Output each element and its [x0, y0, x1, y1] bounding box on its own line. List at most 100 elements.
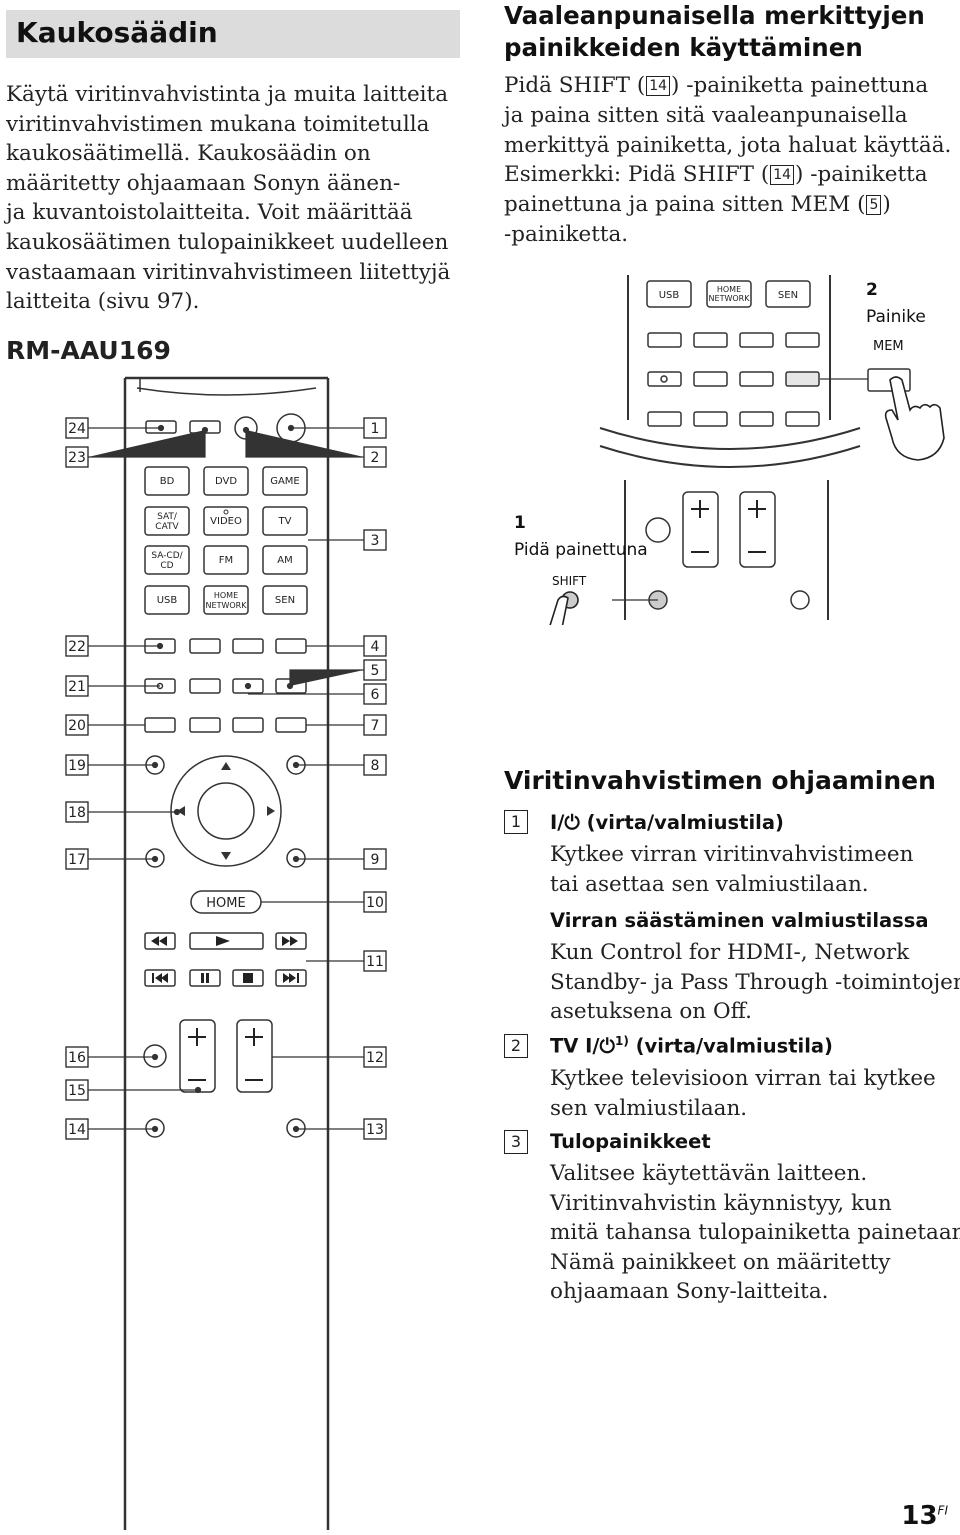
- intro-line: kaukosäätimellä. Kaukosäädin on: [6, 141, 371, 167]
- home-button-label: HOME: [206, 896, 245, 911]
- input-button-label: FM: [219, 555, 233, 566]
- callout-number: 3: [371, 533, 380, 549]
- intro-line: Käytä viritinvahvistinta ja muita laitte…: [6, 82, 449, 107]
- text-line: ja paina sitten sitä vaaleanpunaisella: [504, 102, 908, 128]
- svg-text:SAT/: SAT/: [157, 512, 178, 522]
- callout-number: 13: [366, 1122, 384, 1138]
- callout-number: 22: [68, 639, 86, 655]
- item-body-line: Nämä painikkeet on määritetty: [550, 1249, 891, 1275]
- callout-number: 4: [371, 639, 380, 655]
- item-body-line: Viritinvahvistin käynnistyy, kun: [550, 1190, 892, 1216]
- pointing-hand-icon: [884, 376, 945, 461]
- input-button-label: DVD: [215, 476, 237, 487]
- callout-number: 8: [371, 758, 380, 774]
- callout-number: 2: [371, 450, 380, 466]
- intro-line: kaukosäätimen tulopainikkeet uudelleen: [6, 229, 449, 255]
- text-run: ) -painiketta: [795, 162, 928, 188]
- page-number-value: 13: [901, 1501, 938, 1531]
- item-body-line: ohjaamaan Sony-laitteita.: [550, 1279, 829, 1305]
- callout-number: 19: [68, 758, 86, 774]
- intro-line: vastaamaan viritinvahvistimeen liitettyj…: [6, 259, 451, 285]
- callout-number: 20: [68, 718, 86, 734]
- input-button-label: VIDEO: [210, 516, 242, 527]
- model-number: RM-AAU169: [6, 336, 171, 365]
- heading-run: TV I/⏻: [550, 1034, 615, 1058]
- item-body: Valitsee käytettävän laitteen. Viritinva…: [550, 1159, 960, 1307]
- input-button-label: GAME: [270, 476, 300, 487]
- page-lang-code: FI: [937, 1503, 948, 1518]
- ref-number-box: 14: [646, 76, 671, 96]
- callout-number: 18: [68, 805, 86, 821]
- callout-number: 21: [68, 679, 86, 695]
- ref-number-box: 5: [866, 195, 882, 216]
- callout-number: 16: [68, 1050, 86, 1066]
- step-2-number: 2: [866, 280, 878, 300]
- item-body: Kytkee virran viritinvahvistimeen tai as…: [550, 840, 913, 899]
- control-section-title: Viritinvahvistimen ohjaaminen: [504, 766, 936, 795]
- item-body-line: Kun Control for HDMI-, Network: [550, 940, 910, 965]
- item-body-line: Valitsee käytettävän laitteen.: [550, 1161, 868, 1186]
- step-2-label: Painike: [866, 307, 926, 327]
- item-number-box: 1: [504, 810, 528, 834]
- input-button-label: USB: [157, 595, 178, 606]
- callout-number: 15: [68, 1083, 86, 1099]
- svg-text:HOME: HOME: [214, 591, 238, 600]
- text-line: -painiketta.: [504, 221, 629, 247]
- item-number-box: 3: [504, 1130, 528, 1154]
- footnote-mark: 1): [614, 1034, 629, 1048]
- callout-number: 17: [68, 852, 86, 868]
- text-run: Pidä SHIFT (: [504, 73, 646, 98]
- mem-label: MEM: [873, 339, 904, 354]
- section-title: Kaukosäädin: [16, 16, 218, 49]
- intro-line: ja kuvantoistolaitteita. Voit määrittää: [6, 200, 413, 226]
- shift-title-line: painikkeiden käyttäminen: [504, 33, 863, 62]
- section-title-bar: Kaukosäädin: [6, 10, 460, 58]
- item-subheading: Virran säästäminen valmiustilassa: [550, 909, 929, 932]
- item-subbody: Kun Control for HDMI-, Network Standby- …: [550, 938, 960, 1027]
- shift-label: SHIFT: [552, 574, 587, 588]
- item-body-line: mitä tahansa tulopainiketta painetaan.: [550, 1220, 960, 1246]
- remote-control-illustration: BD DVD GAME SAT/ CATV VIDEO TV SA-CD/ CD…: [65, 376, 387, 1530]
- item-heading: I/⏻ (virta/valmiustila): [550, 811, 784, 834]
- item-heading: Tulopainikkeet: [550, 1130, 711, 1153]
- callout-number: 11: [366, 954, 384, 970]
- intro-line: määritetty ohjaamaan Sonyn äänen-: [6, 170, 401, 196]
- input-button-label: BD: [160, 476, 175, 487]
- callout-number: 24: [68, 421, 86, 437]
- callout-number: 23: [68, 450, 86, 466]
- item-body-line: sen valmiustilaan.: [550, 1095, 748, 1121]
- shift-usage-illustration: USB HOME NETWORK SEN 2 Painike MEM 1 Pid…: [514, 275, 945, 625]
- text-line: merkittyä painiketta, jota haluat käyttä…: [504, 132, 952, 158]
- item-body: Kytkee televisioon virran tai kytkee sen…: [550, 1064, 936, 1123]
- svg-text:SA-CD/: SA-CD/: [151, 551, 183, 561]
- svg-text:NETWORK: NETWORK: [206, 601, 248, 610]
- step-1-number: 1: [514, 513, 526, 533]
- item-body-line: Kytkee virran viritinvahvistimeen: [550, 842, 914, 867]
- callout-number: 12: [366, 1050, 384, 1066]
- pointing-hand-icon: [549, 591, 579, 625]
- callout-number: 6: [371, 687, 380, 703]
- text-run: painettuna ja paina sitten MEM (: [504, 192, 866, 218]
- inset-button-label: SEN: [778, 290, 798, 301]
- text-run: ): [882, 192, 891, 218]
- item-body-line: Kytkee televisioon virran tai kytkee: [550, 1066, 936, 1091]
- item-body-line: tai asettaa sen valmiustilaan.: [550, 871, 869, 897]
- intro-paragraph: Käytä viritinvahvistinta ja muita laitte…: [6, 80, 456, 317]
- inset-button-label: USB: [659, 290, 680, 301]
- heading-run: (virta/valmiustila): [628, 1034, 833, 1058]
- input-button-label: SEN: [275, 595, 295, 606]
- item-heading: TV I/⏻1) (virta/valmiustila): [550, 1034, 833, 1058]
- intro-line: viritinvahvistimen mukana toimitetulla: [6, 111, 430, 137]
- svg-text:CATV: CATV: [155, 522, 179, 532]
- shift-title-line: Vaaleanpunaisella merkittyjen: [504, 1, 925, 30]
- input-button-label: TV: [278, 516, 292, 527]
- callout-number: 7: [371, 718, 380, 734]
- svg-text:HOME: HOME: [717, 285, 741, 294]
- step-1-label: Pidä painettuna: [514, 540, 648, 560]
- callout-number: 9: [371, 852, 380, 868]
- svg-text:NETWORK: NETWORK: [709, 294, 751, 303]
- input-button-label: AM: [277, 555, 292, 566]
- callout-number: 1: [371, 421, 380, 437]
- intro-line: laitteita (sivu 97).: [6, 289, 200, 315]
- text-run: Esimerkki: Pidä SHIFT (: [504, 162, 770, 188]
